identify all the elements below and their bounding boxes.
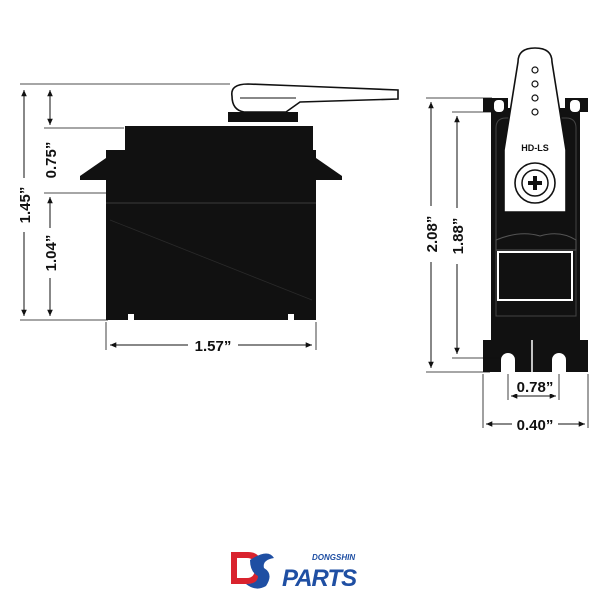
horn-hole-3 <box>531 94 539 102</box>
dim-front-height-total: 2.08” <box>424 216 441 253</box>
bottom-cap <box>106 312 316 320</box>
dim-width: 0.40” <box>517 417 554 434</box>
dim-height-upper: 0.75” <box>43 142 60 179</box>
logo-parts-text: PARTS <box>282 565 357 592</box>
mounting-ear-left <box>80 158 106 180</box>
dim-height-lower: 1.04” <box>43 235 60 272</box>
top-slot-right <box>570 100 580 112</box>
screw-icon <box>528 176 542 190</box>
horn-hole-1 <box>531 66 539 74</box>
output-spline <box>228 112 298 122</box>
top-cover <box>125 126 313 150</box>
horn-hole-2 <box>531 80 539 88</box>
bottom-slot-left <box>501 353 515 372</box>
dongshin-parts-logo: DONGSHIN PARTS <box>231 552 358 592</box>
servo-horn-arm <box>231 83 399 113</box>
servo-body <box>106 150 316 320</box>
ds-mark-icon <box>231 552 274 589</box>
top-slot-left <box>494 100 504 112</box>
dim-mount-spacing: 0.78” <box>517 379 554 396</box>
side-view: 1.45” 0.75” 1.04” 1.57” <box>14 83 399 355</box>
mounting-ear-right <box>316 158 342 180</box>
bottom-slot-right <box>552 353 566 372</box>
dim-length: 1.57” <box>195 338 232 355</box>
horn-label: HD-LS <box>521 143 549 153</box>
horn-hole-4 <box>531 108 539 116</box>
logo-small-text: DONGSHIN <box>312 553 355 562</box>
dim-front-height-inner: 1.88” <box>450 218 467 255</box>
label-window <box>497 251 573 301</box>
dim-height-total: 1.45” <box>17 187 34 224</box>
front-view: HD-LS 2.08” 1.88” 0.78” 0.40” <box>421 47 589 434</box>
